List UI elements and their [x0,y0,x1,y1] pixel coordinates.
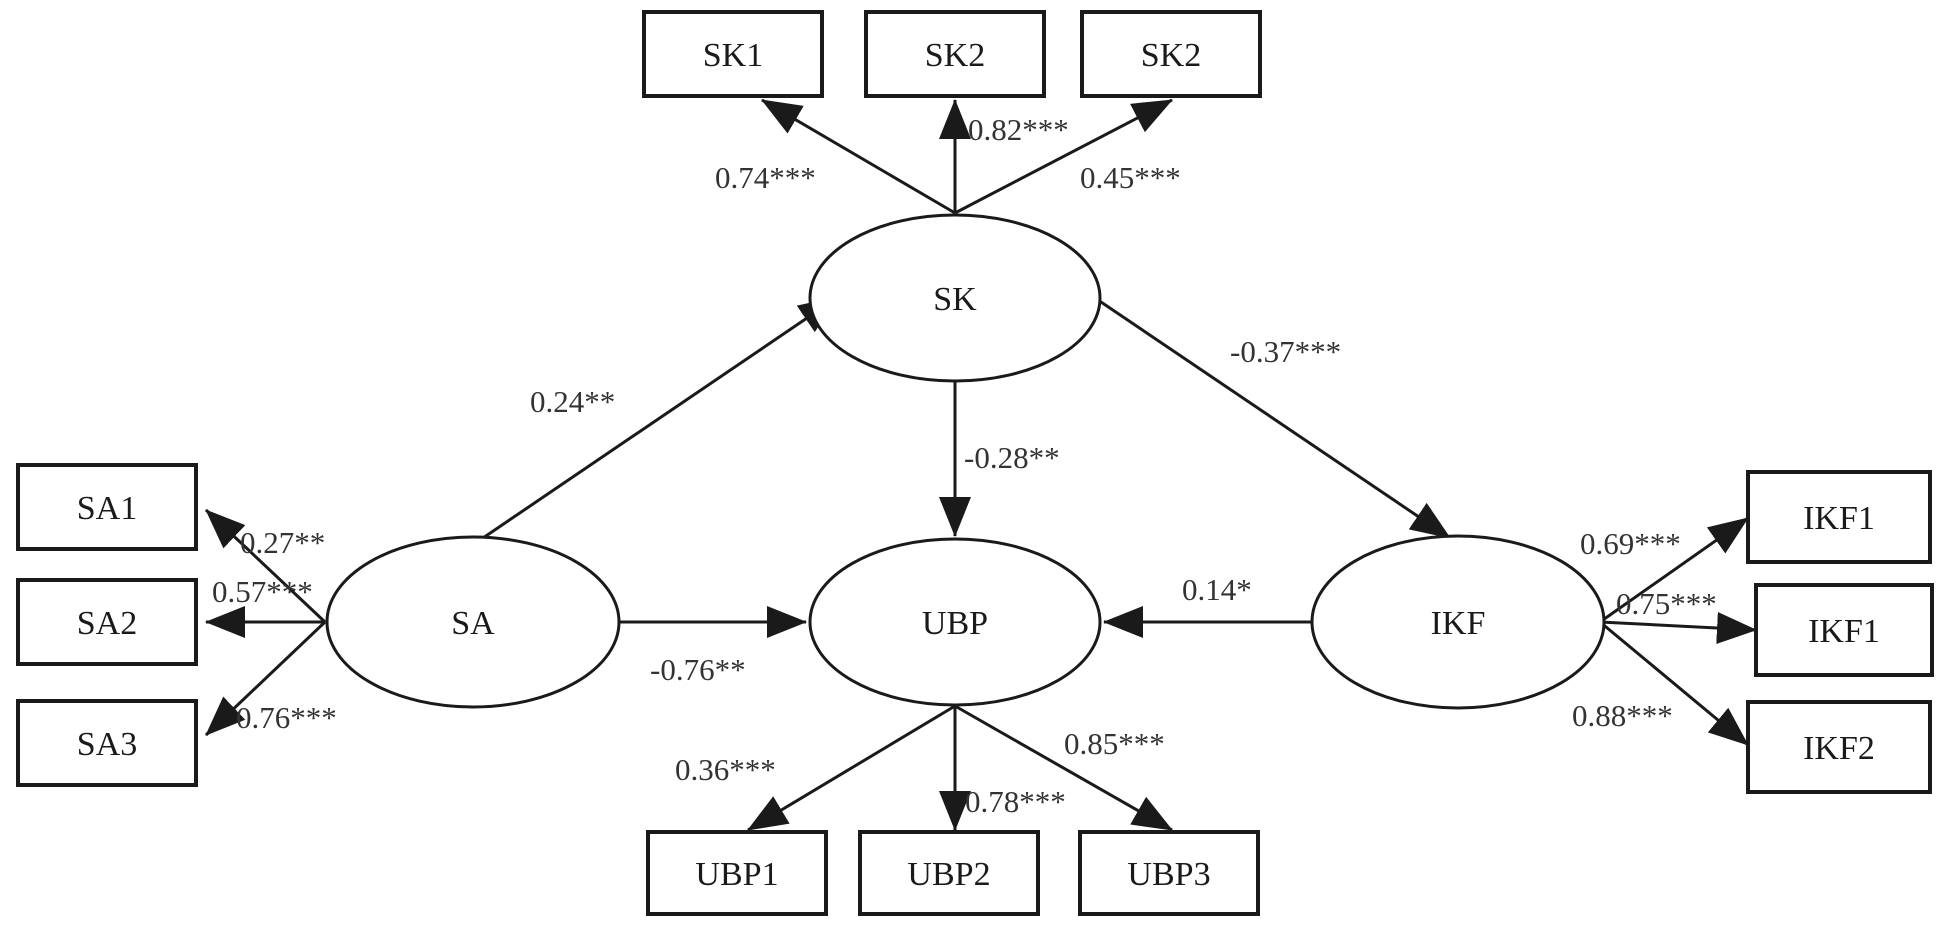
coefficient-label-sk-sk2a: 0.82*** [968,112,1069,147]
indicator-box [1746,700,1932,794]
coefficient-label-ikf-ikf1b: 0.75*** [1616,586,1717,621]
latent-node-ubp: UBP [808,537,1102,707]
indicator-node-ubp1: UBP1 [646,830,828,916]
coefficient-label-sa-ubp: -0.76** [650,652,746,687]
indicator-box [1080,10,1262,98]
node-label-ubp2: UBP2 [907,856,990,893]
indicator-box [858,830,1040,916]
coefficient-label-sk-sk2b: 0.45*** [1080,160,1181,195]
node-label-sk2b: SK2 [1141,37,1201,74]
node-label-sa1: SA1 [77,490,137,527]
edges-layer [204,98,1757,832]
latent-ellipse [808,537,1102,707]
coefficient-label-sa-sa1: 0.27** [240,525,325,560]
node-label-ikf: IKF [1431,605,1486,642]
node-label-ubp3: UBP3 [1127,856,1210,893]
node-label-ubp1: UBP1 [695,856,778,893]
coefficient-label-sk-ikf: -0.37*** [1230,334,1341,369]
edge-arrow-sa-sk [479,295,839,542]
coefficient-label-sa-sa2: 0.57*** [212,574,313,609]
edge-arrow-sk-ikf [1097,298,1451,540]
indicator-box [16,578,198,666]
indicator-box [1078,830,1260,916]
node-label-ikf2: IKF2 [1803,730,1875,767]
coefficient-label-ikf-ikf1a: 0.69*** [1580,526,1681,561]
edge-arrow-ikf-ikf2 [1599,620,1749,747]
indicator-node-ubp3: UBP3 [1078,830,1260,916]
indicator-box [16,463,198,551]
indicator-box [1754,583,1934,677]
edge-arrow-ubp-ubp1 [747,704,956,832]
latent-node-ikf: IKF [1310,534,1606,710]
indicator-node-ikf1a: IKF1 [1746,470,1932,564]
latent-ellipse [325,535,621,709]
node-label-sk1: SK1 [703,37,763,74]
node-label-sk: SK [933,281,977,318]
indicator-node-sk2a: SK2 [864,10,1046,98]
indicator-box [864,10,1046,98]
coefficient-label-sa-sk: 0.24** [530,384,615,419]
indicator-node-ikf1b: IKF1 [1754,583,1934,677]
node-label-sa3: SA3 [77,726,137,763]
latent-ellipse [1310,534,1606,710]
indicator-node-sk1: SK1 [642,10,824,98]
node-label-sa2: SA2 [77,605,137,642]
indicator-box [646,830,828,916]
indicator-node-sa3: SA3 [16,699,198,787]
edge-arrow-sk-sk1 [761,98,956,215]
coefficient-label-ubp-ubp1: 0.36*** [675,752,776,787]
indicator-box [1746,470,1932,564]
latent-node-sa: SA [325,535,621,709]
edge-arrow-ikf-ikf1b [1599,612,1757,644]
coefficient-label-ikf-ubp: 0.14* [1182,572,1252,607]
indicator-node-sa2: SA2 [16,578,198,666]
node-label-sa: SA [451,605,495,642]
indicator-node-ikf2: IKF2 [1746,700,1932,794]
coefficient-labels-layer: 0.74*** 0.82*** 0.45*** 0.24** -0.37*** -0.28… [212,112,1717,819]
node-label-ubp: UBP [922,605,988,642]
indicator-box [16,699,198,787]
coefficient-label-sk-sk1: 0.74*** [715,160,816,195]
edge-arrow-sa-sa1 [204,508,327,624]
coefficient-label-sa-sa3: 0.76*** [236,700,337,735]
indicator-node-ubp2: UBP2 [858,830,1040,916]
coefficient-label-ubp-ubp3: 0.85*** [1064,726,1165,761]
edge-arrow-sk-sk2b [954,98,1173,215]
indicator-node-sa1: SA1 [16,463,198,551]
indicator-node-sk2b: SK2 [1080,10,1262,98]
node-label-ikf1a: IKF1 [1803,500,1875,537]
edge-arrow-ubp-ubp3 [954,704,1173,832]
edge-arrow-sa-sa3 [204,620,327,737]
indicator-box [642,10,824,98]
latent-node-sk: SK [808,213,1102,383]
edge-arrow-ikf-ikf1a [1599,516,1749,624]
coefficient-label-ikf-ikf2: 0.88*** [1572,698,1673,733]
node-label-ikf1b: IKF1 [1808,613,1880,650]
coefficient-label-ubp-ubp2: 0.78*** [965,784,1066,819]
latent-ellipse [808,213,1102,383]
coefficient-label-sk-ubp: -0.28** [964,440,1060,475]
node-label-sk2a: SK2 [925,37,985,74]
